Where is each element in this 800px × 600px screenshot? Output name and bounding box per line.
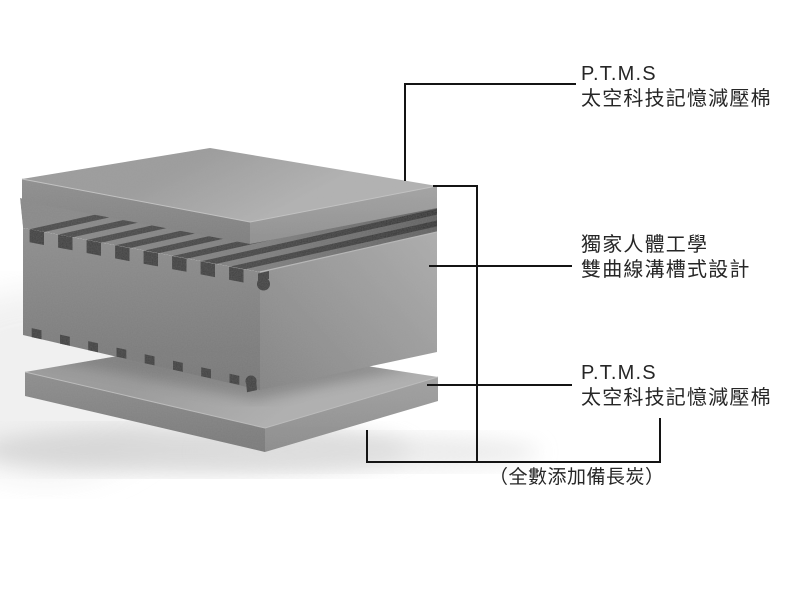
middle-foam-right-face	[260, 232, 437, 390]
bottom-foam-left-face	[25, 372, 265, 452]
label-middle-foam: 獨家人體工學 雙曲線溝槽式設計	[581, 233, 751, 283]
label-top-foam: P.T.M.S 太空科技記憶減壓棉	[581, 62, 772, 112]
top-foam-left-face	[22, 179, 250, 244]
top-foam-layer	[21, 148, 438, 244]
bottom-foam-right-face	[265, 377, 438, 452]
label-top-foam-line2: 太空科技記憶減壓棉	[581, 88, 772, 110]
label-bottom-foam-line2: 太空科技記憶減壓棉	[581, 387, 772, 409]
middle-foam-top-notches	[29, 229, 270, 291]
footnote-binchotan: （全數添加備長炭）	[489, 467, 665, 488]
middle-foam-bottom-notches	[31, 328, 257, 393]
label-middle-foam-line1: 獨家人體工學	[581, 234, 709, 256]
connector-top-label	[404, 83, 576, 181]
label-top-foam-line1: P.T.M.S	[581, 63, 657, 85]
label-bottom-foam: P.T.M.S 太空科技記憶減壓棉	[581, 361, 772, 411]
connector-top-layer-to-bracket	[433, 185, 478, 462]
connector-footnote-bracket	[366, 418, 661, 463]
label-bottom-foam-line1: P.T.M.S	[581, 362, 657, 384]
top-foam-top-face	[22, 148, 437, 222]
connector-lines	[366, 83, 661, 463]
top-foam-right-face	[250, 186, 437, 244]
label-middle-foam-line2: 雙曲線溝槽式設計	[581, 259, 751, 281]
